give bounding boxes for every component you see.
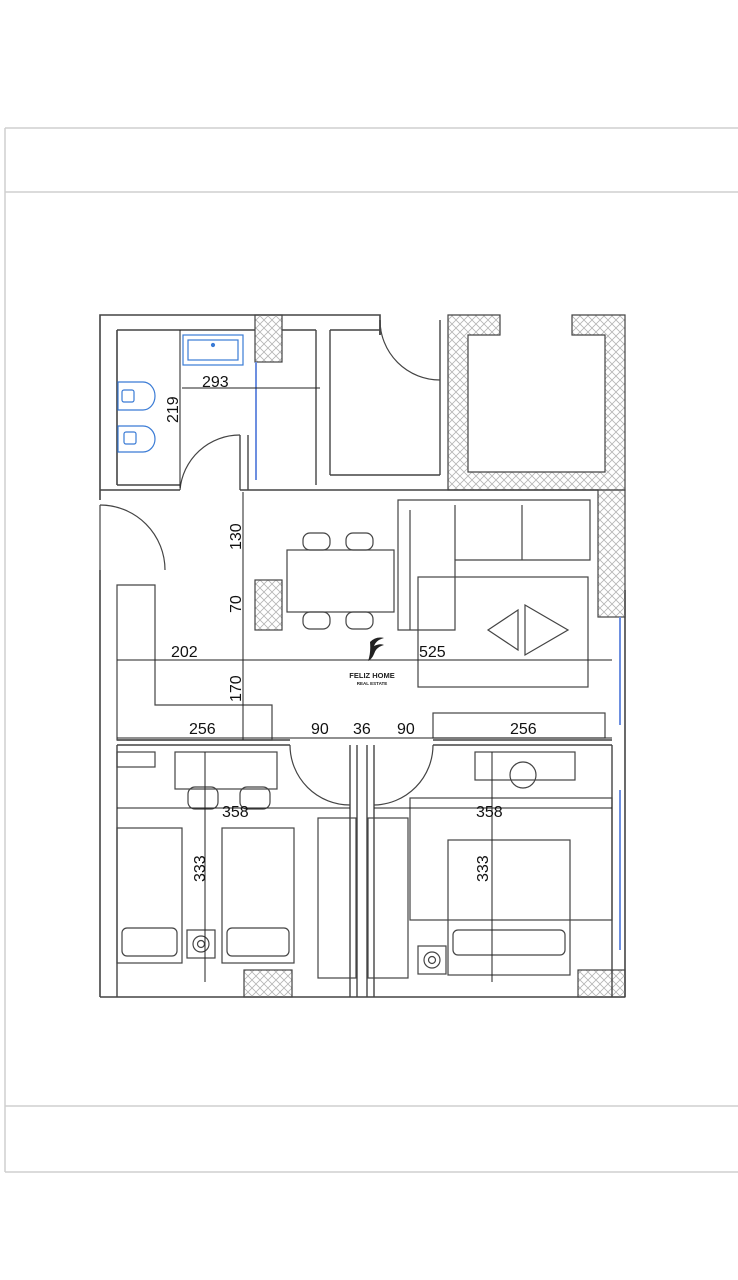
toilet-icon: [117, 425, 156, 453]
bathtub-icon: [182, 334, 244, 366]
dim-bath-width: 293: [202, 374, 229, 391]
page-frame: [4, 127, 738, 1173]
dim-door-right: 90: [397, 721, 415, 738]
dimension-lines: [117, 330, 612, 982]
bathtub-inner-icon: [187, 339, 239, 361]
dim-bedroom-left-depth: 333: [192, 855, 209, 882]
double-bed: [447, 839, 571, 976]
bed-left: [116, 827, 183, 964]
dim-living-lower: 170: [228, 675, 245, 702]
bidet-icon: [117, 381, 156, 411]
interior-walls: [100, 320, 613, 997]
dim-door-left: 90: [311, 721, 329, 738]
bedroom-left-furniture: [116, 751, 295, 964]
dim-bedroom-right-depth: 333: [475, 855, 492, 882]
dining-table: [286, 549, 395, 613]
dim-kitchen-width: 202: [171, 644, 198, 661]
floor-drain-icon: [417, 945, 447, 975]
dim-left-room-wall: 256: [189, 721, 216, 738]
dim-partition: 36: [353, 721, 371, 738]
dim-bedroom-left-width: 358: [222, 804, 249, 821]
coffee-table-right: [524, 603, 570, 657]
dim-living-upper: 130: [228, 523, 245, 550]
dim-living-middle: 70: [228, 595, 245, 613]
dining-set: [286, 532, 395, 630]
floor-drain-icon: [186, 929, 216, 959]
dim-bath-depth: 219: [165, 396, 182, 423]
logo-name: FELIZ HOME: [349, 671, 394, 680]
bedroom-right-furniture: [409, 751, 613, 976]
bed-right: [221, 827, 295, 964]
dim-bedroom-right-width: 358: [476, 804, 503, 821]
dim-living-width: 525: [419, 644, 446, 661]
doors: [99, 319, 441, 806]
brand-logo: FELIZ HOME REAL ESTATE: [349, 637, 395, 686]
hatched-walls: [243, 314, 626, 998]
coffee-table-left: [486, 608, 519, 652]
windows: [255, 362, 621, 950]
dresser: [474, 751, 576, 781]
dim-right-room-wall: 256: [510, 721, 537, 738]
wardrobes: [317, 817, 409, 979]
dimension-labels: 293 219 130 70 170 202 525 256 90 36 90 …: [165, 374, 537, 882]
logo-tagline: REAL ESTATE: [357, 681, 388, 686]
rug: [417, 576, 589, 688]
logo-mark-icon: [368, 637, 384, 661]
living-furniture: [397, 499, 606, 739]
kitchen-counter: [116, 584, 273, 741]
sofa: [397, 499, 591, 631]
desk: [174, 751, 278, 790]
bathroom-fixtures: [117, 334, 244, 453]
